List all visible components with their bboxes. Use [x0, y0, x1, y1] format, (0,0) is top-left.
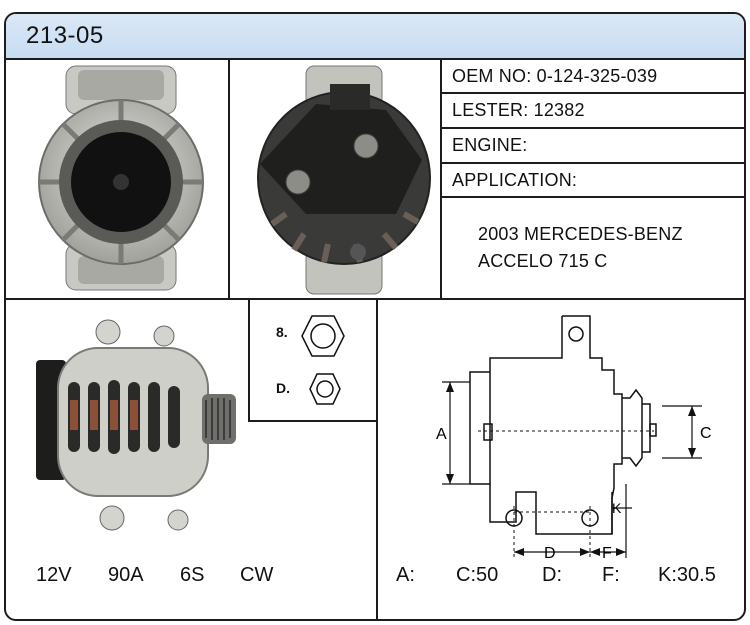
alternator-side-photo — [36, 319, 236, 531]
divider-info-4 — [440, 196, 744, 198]
terminal-d-label: D. — [276, 380, 290, 396]
dim-a-label: A: — [396, 564, 415, 586]
diagram-label-a: A — [436, 426, 447, 443]
lester-label: LESTER: — [452, 100, 529, 120]
diagram-label-k: K — [612, 500, 622, 516]
header-bar: 213-05 — [6, 14, 744, 60]
dim-d-label: D: — [542, 564, 562, 586]
application-label: APPLICATION: — [452, 170, 578, 190]
part-number-title: 213-05 — [26, 22, 104, 49]
dim-a: A: — [396, 564, 415, 587]
divider-diagram-left — [376, 300, 378, 619]
divider-terminal-bottom — [248, 420, 378, 422]
divider-middle — [6, 298, 744, 300]
divider-info-3 — [440, 162, 744, 164]
dim-c: C:50 — [456, 564, 499, 586]
oem-label: OEM NO: — [452, 66, 532, 86]
lester-value: 12382 — [533, 100, 585, 120]
dim-f-label: F: — [602, 564, 620, 586]
alternator-front-photo — [38, 65, 204, 291]
application-line-1: 2003 MERCEDES-BENZ — [478, 224, 683, 244]
diagram-label-f: F — [602, 545, 612, 562]
spec-pulley: 6S — [180, 564, 205, 586]
spec-amperage: 90A — [108, 564, 144, 586]
oem-row: OEM NO: 0-124-325-039 — [452, 66, 657, 87]
application-row: APPLICATION: — [452, 170, 577, 191]
diagram-label-d: D — [544, 545, 556, 562]
alternator-rear-photo — [257, 65, 431, 295]
application-line-2: ACCELO 715 C — [478, 251, 608, 271]
dim-d: D: — [542, 564, 562, 587]
oem-value: 0-124-325-039 — [536, 66, 658, 86]
terminal-b-label: 8. — [276, 324, 288, 340]
divider-front-rear — [228, 58, 230, 300]
dim-k: K:30.5 — [658, 564, 716, 586]
spec-rotation: CW — [240, 564, 274, 586]
terminal-b-hex-icon — [301, 315, 345, 357]
divider-rear-info — [440, 58, 442, 300]
dim-f: F: — [602, 564, 620, 587]
product-card: 213-05 OEM NO: 0-124-325-039 LESTER: 123… — [4, 12, 746, 621]
terminal-d-hex-icon — [309, 373, 341, 405]
divider-info-2 — [440, 127, 744, 129]
diagram-label-c: C — [700, 425, 712, 442]
dimension-diagram: A C D F K — [436, 315, 712, 562]
engine-row: ENGINE: — [452, 135, 527, 156]
divider-terminal-left — [248, 300, 250, 422]
lester-row: LESTER: 12382 — [452, 100, 585, 121]
spec-voltage: 12V — [36, 564, 72, 586]
engine-label: ENGINE: — [452, 135, 528, 155]
divider-info-1 — [440, 92, 744, 94]
